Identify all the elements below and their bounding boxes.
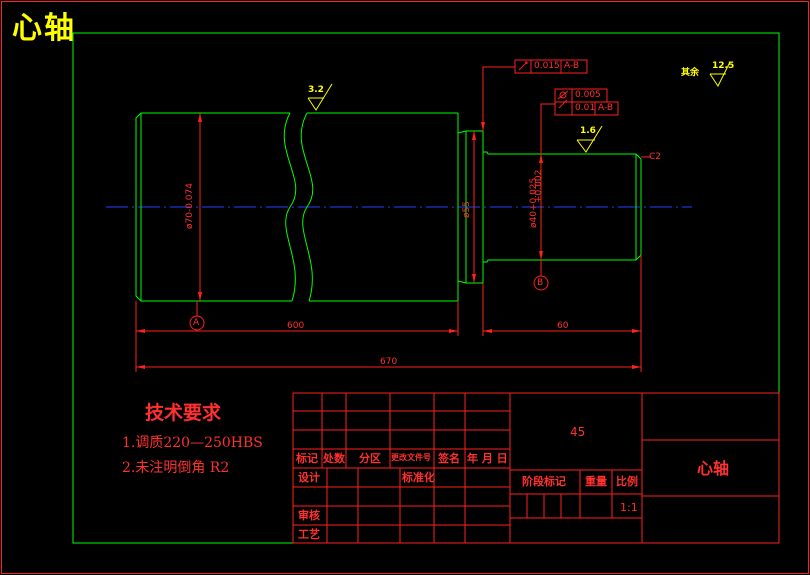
title-block-grid xyxy=(292,392,780,544)
shaft-outline xyxy=(135,112,642,302)
tb-col-sign: 签名 xyxy=(438,452,460,465)
tb-standard: 标准化 xyxy=(402,471,435,484)
tech-req-item-2: 2.未注明倒角 R2 xyxy=(122,460,230,476)
dim-len-600: 600 xyxy=(287,321,305,331)
tol-cyl-value: 0.005 xyxy=(575,90,601,100)
tb-col-mark: 标记 xyxy=(296,452,318,465)
dim-dia-55: ø55 xyxy=(462,201,472,218)
tb-stage: 阶段标记 xyxy=(522,475,566,488)
tolerance-symbols xyxy=(518,61,569,109)
dim-dia-40-lower: +0.002 xyxy=(534,169,544,203)
datum-a-label: A xyxy=(193,318,200,328)
tol-runout-mid-datum: A-B xyxy=(598,103,614,113)
tb-col-doc: 更改文件号 xyxy=(391,453,431,462)
dim-len-670: 670 xyxy=(380,357,398,367)
dim-chamfer: C2 xyxy=(649,152,662,162)
roughness-rest-label: 其余 xyxy=(681,68,700,78)
tech-req-heading: 技术要求 xyxy=(145,402,222,424)
tb-review: 审核 xyxy=(298,509,320,522)
dim-dia-70: ø70-0.074 xyxy=(185,183,195,229)
tb-col-zone: 分区 xyxy=(359,452,381,465)
tech-req-item-1: 1.调质220—250HBS xyxy=(122,435,263,451)
datum-a-circle xyxy=(189,315,205,331)
tb-material: 45 xyxy=(570,425,586,439)
roughness-1-6: 1.6 xyxy=(580,126,596,136)
tb-design: 设计 xyxy=(298,471,320,484)
dimension-lines xyxy=(135,66,651,372)
tol-runout-top-datum: A-B xyxy=(564,61,580,71)
datum-circles xyxy=(189,275,549,331)
tb-part-name: 心轴 xyxy=(697,459,730,478)
datum-b-label: B xyxy=(537,278,544,288)
arrowheads xyxy=(136,113,641,369)
dim-len-60: 60 xyxy=(557,321,569,331)
tb-col-count: 处数 xyxy=(323,452,345,465)
tb-weight: 重量 xyxy=(585,475,607,488)
tol-runout-mid-value: 0.01 xyxy=(575,103,596,113)
tolerance-frames xyxy=(514,59,619,116)
datum-b-circle xyxy=(533,275,549,291)
tol-runout-top-value: 0.015 xyxy=(534,61,560,71)
roughness-symbols xyxy=(307,61,731,153)
roughness-3-2: 3.2 xyxy=(308,85,324,95)
drawing-title: 心轴 xyxy=(12,11,76,46)
tb-ratio: 比例 xyxy=(616,475,638,488)
tb-scale: 1:1 xyxy=(620,501,638,514)
roughness-12-5: 12.5 xyxy=(712,61,735,71)
tb-process: 工艺 xyxy=(298,528,320,541)
tb-col-date: 年 月 日 xyxy=(467,452,508,465)
